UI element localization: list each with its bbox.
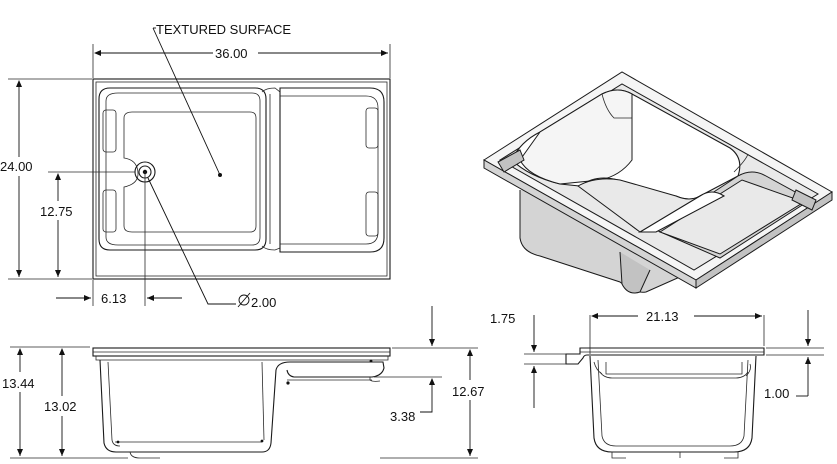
dim-drain-offset-x: 6.13 <box>101 291 126 306</box>
dim-height-right: 12.67 <box>452 384 485 399</box>
front-view-annotations: 13.44 13.02 12.67 3.38 <box>2 306 485 459</box>
dim-height-bowl: 13.02 <box>44 399 77 414</box>
front-view <box>92 347 391 459</box>
dim-drain-offset-y: 12.75 <box>40 204 73 219</box>
dim-overall-width: 36.00 <box>215 46 248 61</box>
dim-height-total: 13.44 <box>2 376 35 391</box>
dim-overall-depth: 24.00 <box>0 159 33 174</box>
top-view-annotations: TEXTURED SURFACE 36.00 24.00 12.75 6.13 … <box>0 22 391 310</box>
isometric-view <box>483 71 833 294</box>
dim-side-width: 21.13 <box>646 309 679 324</box>
dim-flange-top: 1.75 <box>490 311 515 326</box>
top-view <box>92 78 391 280</box>
side-view <box>565 347 765 459</box>
dim-step-depth: 3.38 <box>390 409 415 424</box>
side-view-annotations: 21.13 1.75 1.00 <box>490 309 824 408</box>
dim-lip-height: 1.00 <box>764 386 789 401</box>
dim-drain-diameter: 2.00 <box>251 295 276 310</box>
textured-surface-label: TEXTURED SURFACE <box>156 22 291 37</box>
